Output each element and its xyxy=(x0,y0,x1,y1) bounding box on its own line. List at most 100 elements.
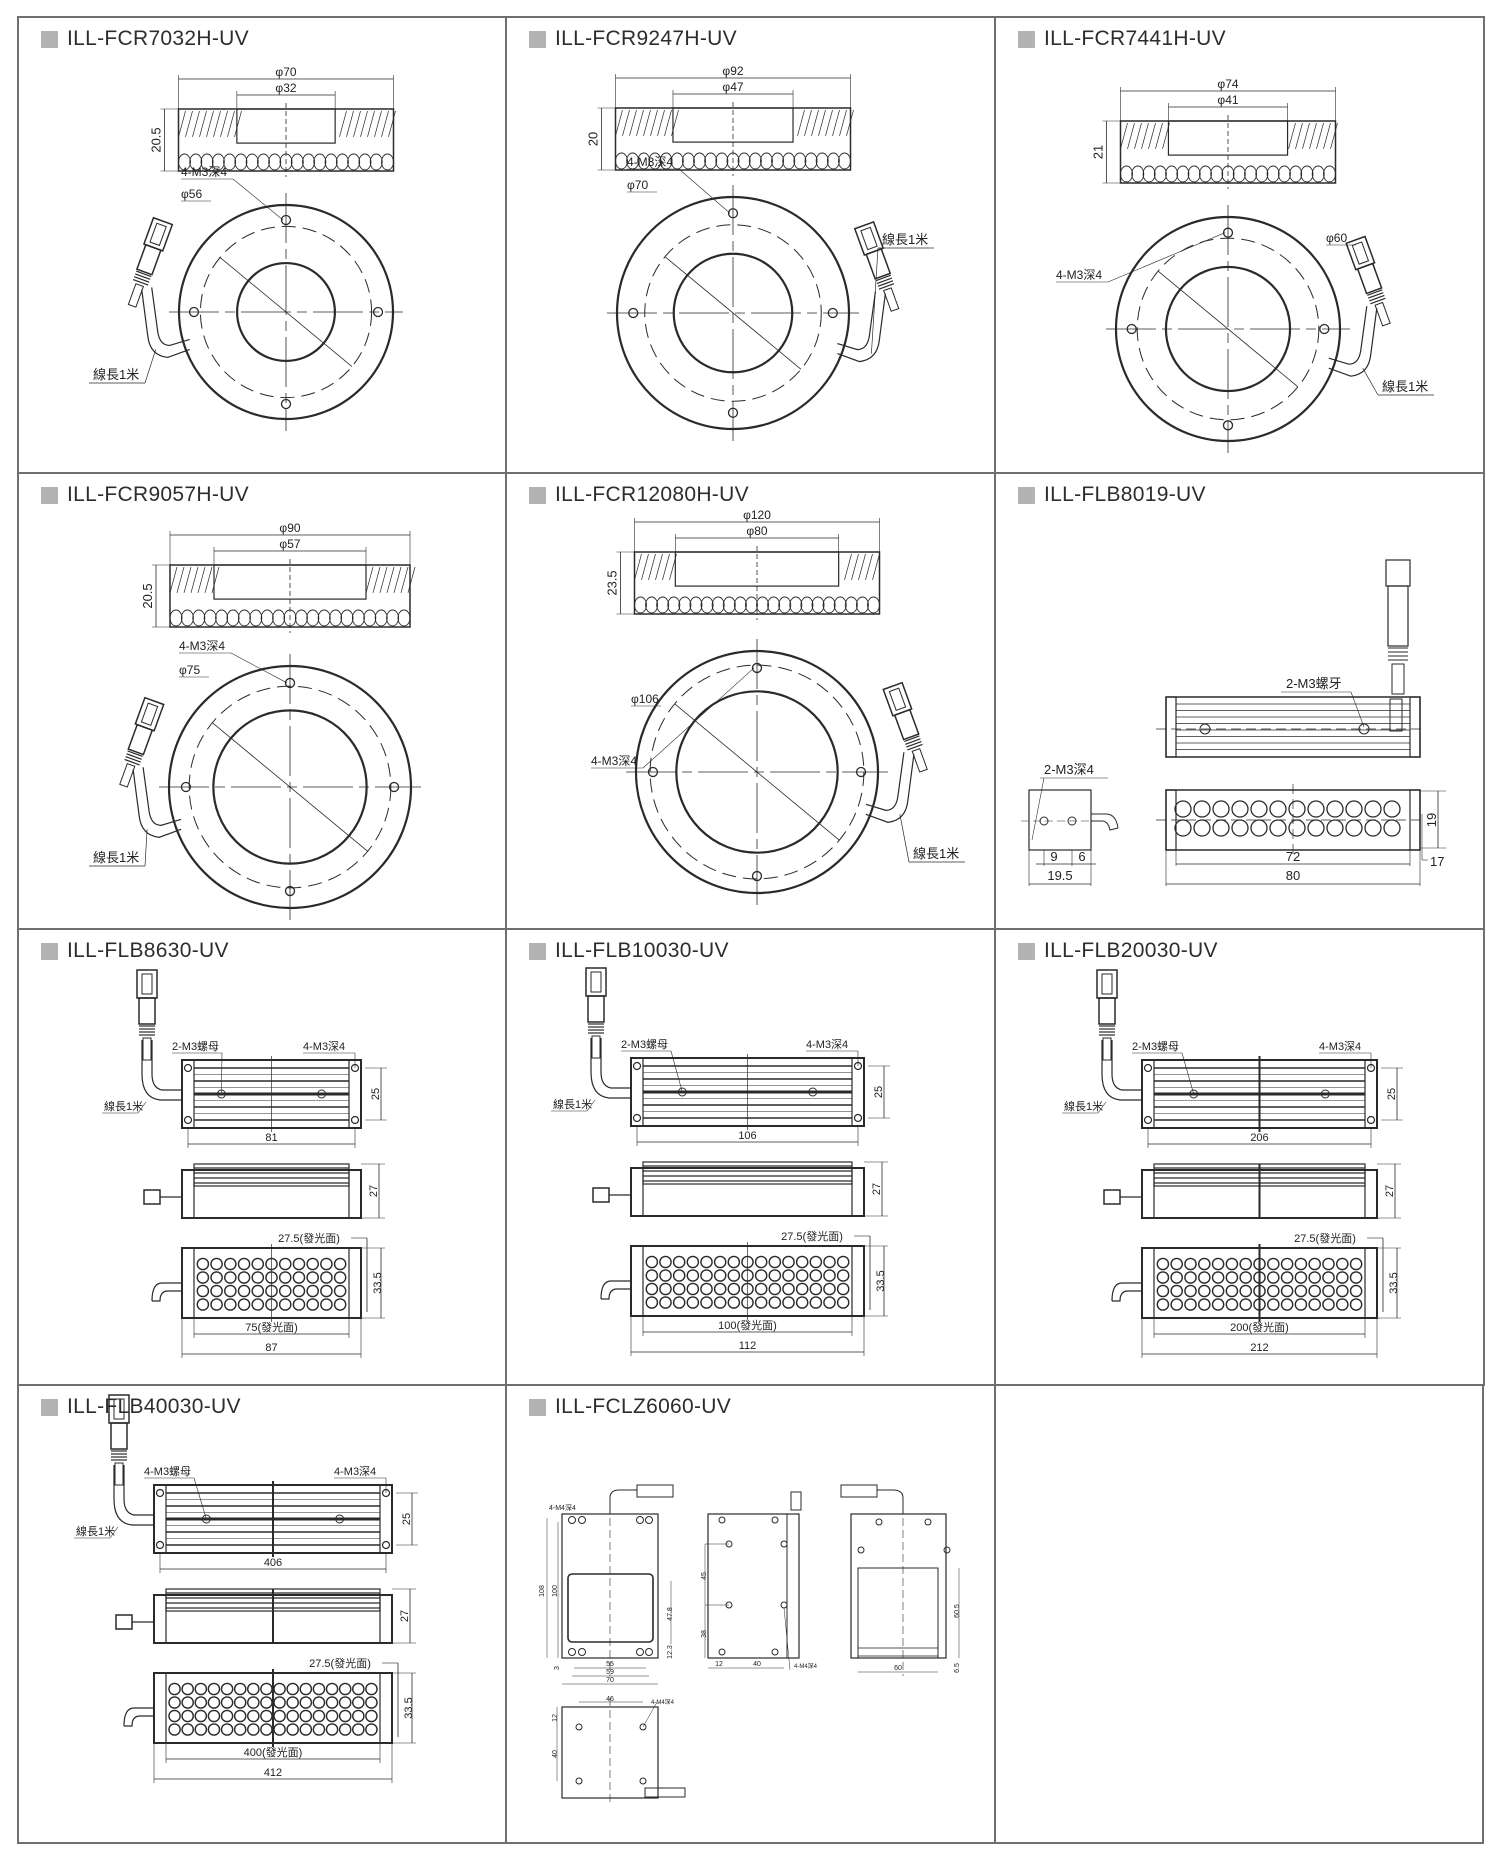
led xyxy=(645,1296,659,1309)
led xyxy=(754,1282,768,1296)
led xyxy=(237,1284,251,1298)
led xyxy=(1197,1271,1211,1284)
led-bulb xyxy=(200,153,214,171)
mount-hole xyxy=(827,307,838,319)
led xyxy=(727,1296,741,1309)
led xyxy=(1211,1257,1225,1271)
cable xyxy=(883,287,900,312)
drawing-line xyxy=(136,270,152,278)
led xyxy=(1225,1298,1239,1311)
cable xyxy=(142,1037,152,1061)
led xyxy=(210,1284,223,1298)
drawing-line xyxy=(206,110,214,137)
lens-section xyxy=(857,1567,939,1659)
end-cap xyxy=(1141,1247,1155,1319)
led xyxy=(1326,800,1344,818)
mount-hole xyxy=(855,766,867,778)
led xyxy=(207,1696,221,1709)
mount-hole xyxy=(155,1540,165,1550)
connector-icon xyxy=(644,1787,686,1798)
dimension-label: 33.5 xyxy=(403,1697,415,1718)
front-view: 27.5(發光面)33.575(發光面)87 xyxy=(151,1231,385,1358)
led xyxy=(299,1723,313,1736)
led xyxy=(365,1709,378,1723)
led xyxy=(672,1282,686,1296)
end-cap xyxy=(851,1245,865,1317)
led-bulb xyxy=(844,596,858,614)
cable: 線長1米 xyxy=(74,1394,154,1539)
drawing-line xyxy=(379,566,388,593)
title-marker-icon xyxy=(1018,942,1035,960)
drawing-line xyxy=(1330,122,1338,149)
led xyxy=(1266,1271,1280,1284)
emit-width-label: 27.5(發光面) xyxy=(278,1231,340,1245)
led xyxy=(325,1723,339,1736)
led xyxy=(233,1723,247,1736)
cable-line xyxy=(837,293,886,363)
led xyxy=(836,1282,850,1296)
cable-connector-icon xyxy=(127,216,174,308)
product-title: ILL-FCR7032H-UV xyxy=(41,27,249,51)
led xyxy=(251,1271,265,1284)
hole-spec-label: 4-M3深4 xyxy=(591,754,637,768)
cable-connector-icon xyxy=(119,696,165,788)
led-bulb xyxy=(756,596,769,614)
led xyxy=(194,1709,208,1723)
cable: 線長1米 xyxy=(1062,969,1142,1114)
plug-connector-icon xyxy=(115,1614,133,1630)
led xyxy=(1335,1271,1349,1284)
led xyxy=(727,1282,741,1296)
led xyxy=(306,1298,319,1311)
led xyxy=(1288,819,1306,837)
side-view: 27 xyxy=(143,1163,385,1219)
led xyxy=(1170,1257,1183,1271)
led xyxy=(325,1696,339,1709)
product-model-name: ILL-FCR9057H-UV xyxy=(67,483,249,506)
dimension-label: 70 xyxy=(606,1677,614,1684)
cable-line xyxy=(151,1040,182,1091)
led xyxy=(1383,800,1401,818)
cable-length-label: 線長1米 xyxy=(882,232,928,247)
led-bulb xyxy=(771,152,785,170)
cable-connector-icon xyxy=(882,681,928,773)
pcd-dimension-line xyxy=(674,703,840,841)
led-bulb xyxy=(833,596,847,614)
drawing-line xyxy=(846,109,854,136)
end-cap xyxy=(1141,1169,1155,1219)
led-bulb xyxy=(789,596,803,614)
base-plate xyxy=(857,1647,939,1657)
dimension-label: 33.5 xyxy=(875,1270,887,1291)
drawing-line xyxy=(844,553,852,580)
led xyxy=(809,1269,823,1282)
led-bulb xyxy=(1277,165,1291,183)
drawing-line xyxy=(839,109,847,136)
drawing-line xyxy=(1134,122,1142,149)
cable: 線長1米 xyxy=(89,696,182,867)
mount-hole xyxy=(372,306,384,318)
led xyxy=(795,1296,809,1309)
product-title: ILL-FLB20030-UV xyxy=(1018,939,1218,963)
pcd-label: φ106 xyxy=(631,692,659,706)
cable-line xyxy=(1328,308,1378,377)
title-marker-icon xyxy=(529,1398,546,1416)
drawing-line xyxy=(872,553,880,580)
nut-icon xyxy=(1320,1089,1330,1099)
drawing-line xyxy=(221,1052,223,1095)
drawing-line xyxy=(818,109,826,136)
nut-icon xyxy=(1189,1089,1199,1099)
connector-latch xyxy=(140,702,159,726)
cable-line xyxy=(1101,1040,1142,1101)
led xyxy=(659,1296,672,1309)
end-cap xyxy=(1364,1247,1378,1319)
product-model-name: ILL-FLB40030-UV xyxy=(67,1395,241,1418)
dimension-label: 9 xyxy=(1050,849,1057,864)
led xyxy=(352,1682,365,1696)
led xyxy=(768,1296,782,1309)
mount-hole xyxy=(857,1546,865,1554)
